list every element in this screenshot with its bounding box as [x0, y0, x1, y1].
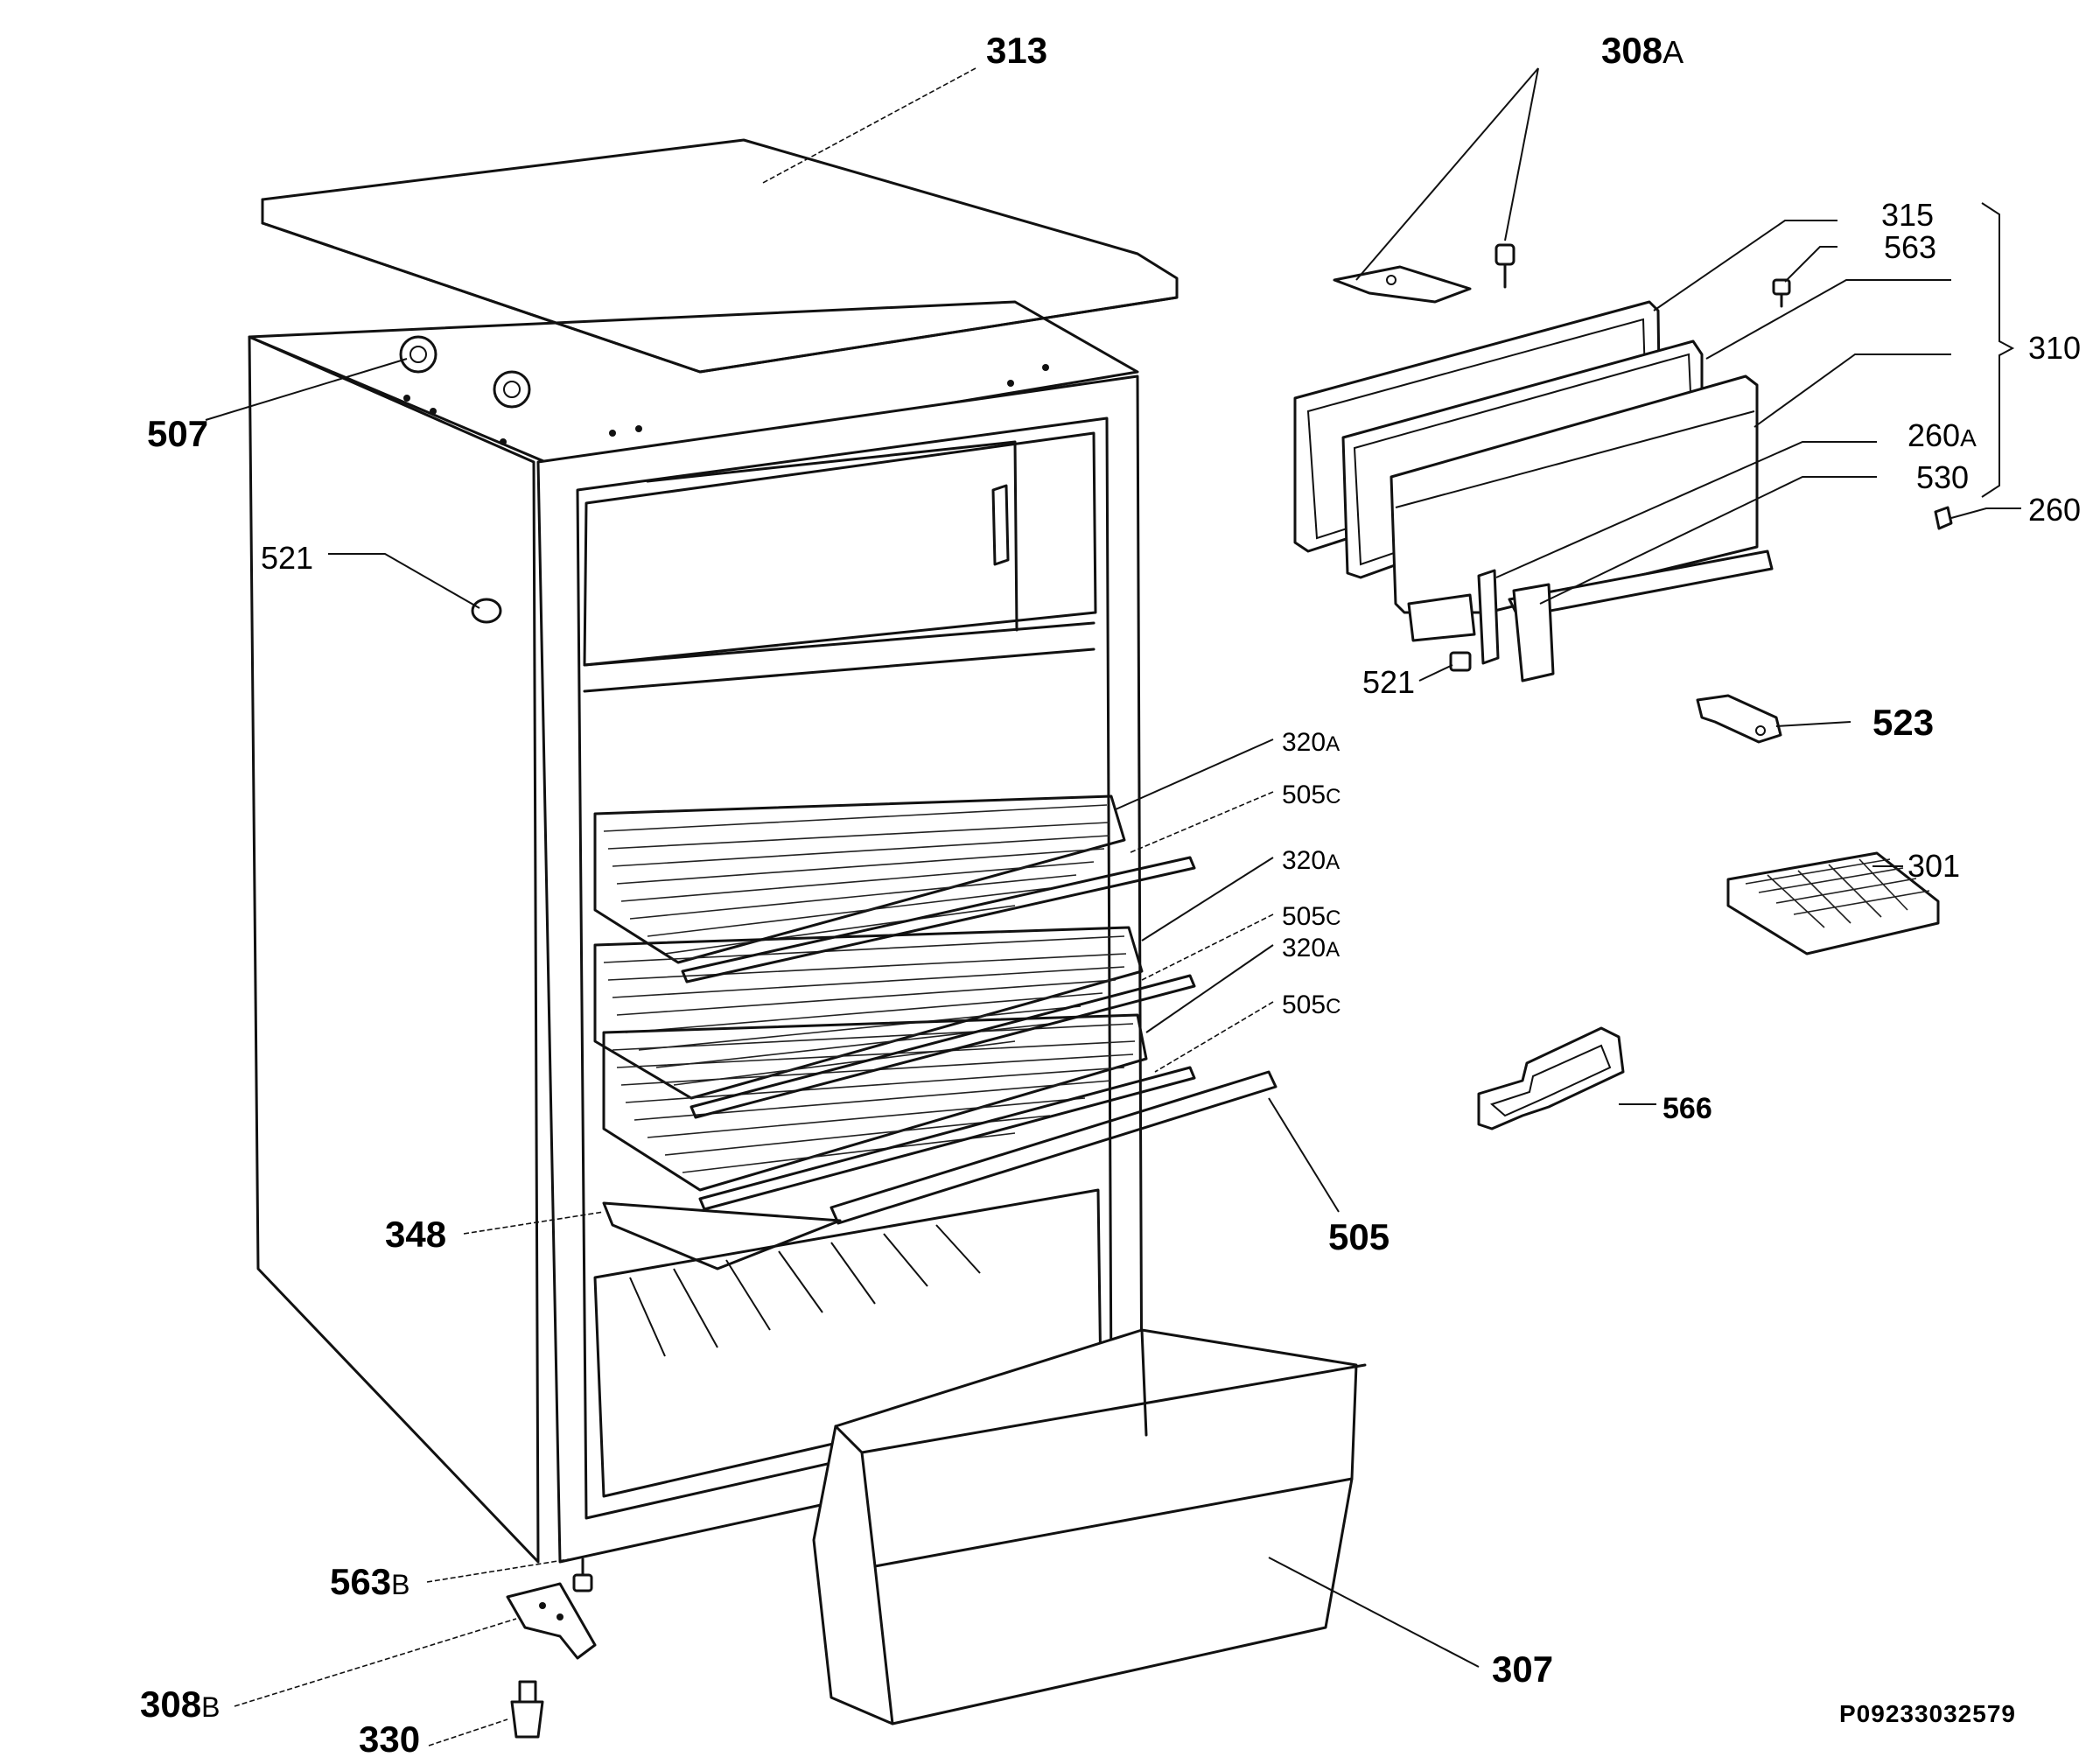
screw-563b — [572, 1558, 593, 1592]
glass-shelf-348 — [602, 1201, 842, 1270]
label-530: 530 — [1916, 459, 1969, 495]
label-310: 310 — [2028, 330, 2081, 366]
top-cover-313 — [261, 138, 1179, 374]
label-313: 313 — [986, 30, 1047, 71]
label-320a-3: 320A — [1282, 934, 1340, 962]
label-260a: 260A — [1908, 417, 1977, 453]
label-521-left: 521 — [261, 540, 313, 576]
label-505c-1: 505C — [1282, 780, 1340, 809]
label-563: 563 — [1884, 229, 1936, 265]
trim-505c-2 — [690, 974, 1196, 1119]
label-330: 330 — [359, 1718, 420, 1757]
callout-labels: 313 308A 507 521 315 563 310 260A 530 26… — [140, 30, 2081, 1757]
foot-330 — [510, 1680, 544, 1739]
label-348: 348 — [385, 1214, 446, 1255]
label-301: 301 — [1908, 848, 1960, 884]
clip-260 — [1934, 506, 1953, 530]
trim-505c-3 — [698, 1066, 1196, 1211]
freezer-door-assembly-310 — [1293, 300, 1774, 682]
hinge-308b — [506, 1582, 597, 1660]
label-521-right: 521 — [1362, 664, 1415, 700]
label-523: 523 — [1872, 702, 1934, 743]
label-320a-2: 320A — [1282, 846, 1340, 875]
screw-563 — [1772, 278, 1791, 308]
label-505c-2: 505C — [1282, 902, 1340, 931]
ice-tray-301 — [1726, 851, 1940, 956]
crisper-drawer-307 — [812, 1328, 1367, 1726]
label-507: 507 — [147, 413, 208, 454]
label-260: 260 — [2028, 492, 2081, 528]
label-315: 315 — [1881, 197, 1934, 233]
label-308b: 308B — [140, 1684, 220, 1725]
pin-523 — [1696, 694, 1782, 744]
rail-505 — [830, 1070, 1278, 1225]
scraper-566 — [1477, 1026, 1625, 1130]
label-563b: 563B — [330, 1561, 410, 1602]
leader-lines — [205, 67, 2021, 1746]
trim-505c-1 — [681, 856, 1196, 984]
label-505: 505 — [1328, 1216, 1390, 1257]
label-566: 566 — [1662, 1092, 1712, 1125]
drawing-code: P09233032579 — [1839, 1700, 2016, 1727]
label-320a-1: 320A — [1282, 728, 1340, 757]
label-308a: 308A — [1601, 30, 1684, 71]
label-505c-3: 505C — [1282, 990, 1340, 1019]
hinge-308a — [1333, 243, 1516, 304]
shelf-320a-1 — [593, 794, 1126, 964]
label-307: 307 — [1492, 1648, 1553, 1690]
